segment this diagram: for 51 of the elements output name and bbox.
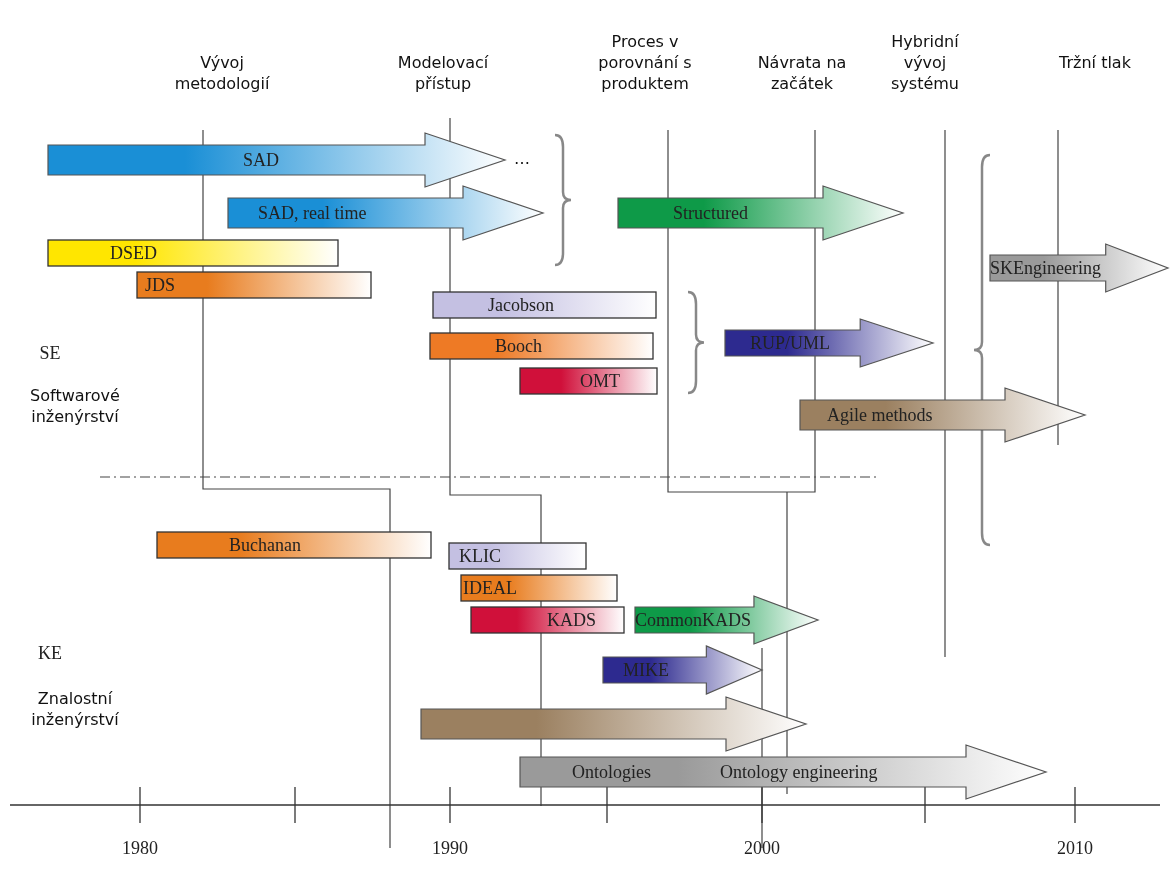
year-label: 2010 <box>1056 838 1094 859</box>
ellipsis-note: … <box>513 148 531 169</box>
method-label: KLIC <box>459 546 501 566</box>
period-bar <box>433 292 656 318</box>
method-label: RUP/UML <box>750 333 830 353</box>
pointed-period-band <box>618 186 903 240</box>
method-label: MIKE <box>623 660 669 680</box>
method-label: Ontology engineering <box>720 762 878 782</box>
method-label: KADS <box>547 610 596 630</box>
section-label: Softwarové inženýrství <box>29 385 121 427</box>
pointed-period-band <box>725 319 933 367</box>
year-label: 1980 <box>121 838 159 859</box>
period-bar <box>520 368 657 394</box>
method-label: SAD <box>243 150 279 170</box>
column-heading: Návrata na začátek <box>756 52 848 94</box>
method-label: Buchanan <box>229 535 301 555</box>
method-label: OMT <box>580 371 620 391</box>
period-bar <box>430 333 653 359</box>
column-heading: Proces v porovnání s produktem <box>597 31 693 94</box>
method-label: Booch <box>495 336 542 356</box>
year-label: 2000 <box>743 838 781 859</box>
column-heading: Vývoj metodologií <box>173 52 271 94</box>
pointed-period-band <box>228 186 543 240</box>
year-label: 1990 <box>431 838 469 859</box>
column-heading: Tržní tlak <box>1058 52 1132 73</box>
section-label: KE <box>37 643 63 664</box>
pointed-period-band <box>48 133 505 187</box>
period-bar <box>157 532 431 558</box>
pointed-period-band <box>800 388 1085 442</box>
period-bar <box>137 272 371 298</box>
method-label: SKEngineering <box>990 258 1101 278</box>
method-label: Ontologies <box>572 762 651 782</box>
period-bar <box>461 575 617 601</box>
method-label: Jacobson <box>488 295 554 315</box>
period-bar <box>449 543 586 569</box>
column-heading: Modelovací přístup <box>396 52 490 94</box>
section-label: SE <box>38 343 62 364</box>
method-label: IDEAL <box>463 578 517 598</box>
period-bar <box>48 240 338 266</box>
method-label: JDS <box>145 275 175 295</box>
pointed-period-band <box>990 244 1168 292</box>
period-bar <box>471 607 624 633</box>
pointed-period-band <box>603 646 762 694</box>
method-label: SAD, real time <box>258 203 367 223</box>
method-label: Agile methods <box>827 405 933 425</box>
pointed-period-band <box>421 697 806 751</box>
section-label: Znalostní inženýrství <box>30 688 120 730</box>
pointed-period-band <box>520 745 1046 799</box>
column-heading: Hybridní vývoj systému <box>890 31 960 94</box>
method-label: Structured <box>673 203 748 223</box>
method-label: DSED <box>110 243 157 263</box>
